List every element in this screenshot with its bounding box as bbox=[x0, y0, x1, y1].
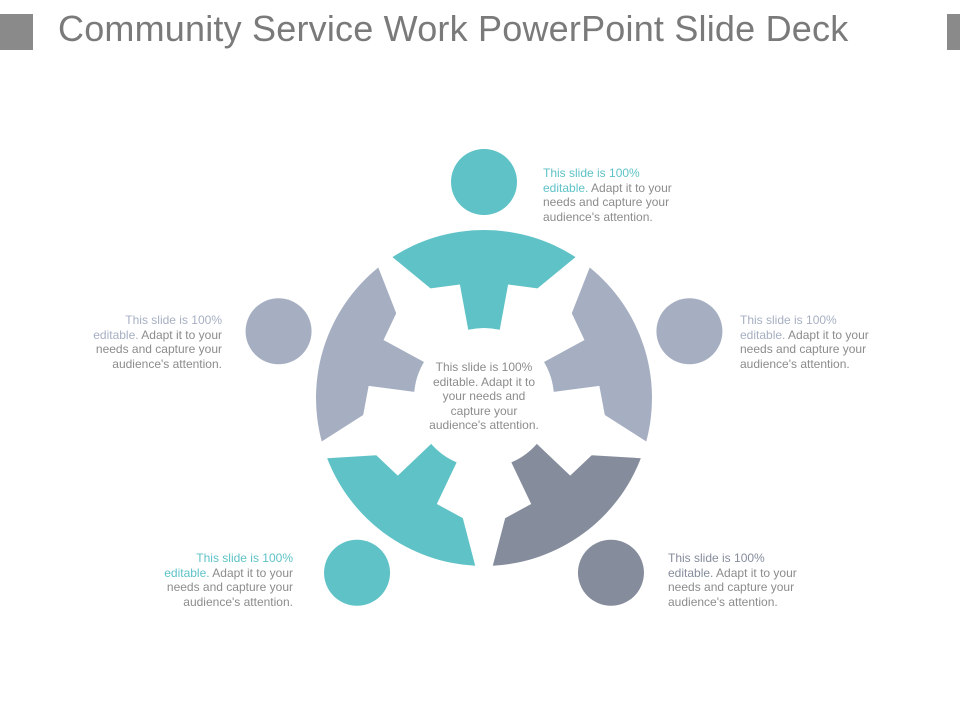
caption-bottom-left: This slide is 100% editable. Adapt it to… bbox=[153, 551, 293, 609]
corner-bar-left bbox=[0, 14, 33, 50]
figure-head-bottom-right bbox=[577, 539, 644, 606]
caption-right-lead: This slide is 100% editable. bbox=[740, 313, 837, 342]
figure-head-right bbox=[656, 298, 723, 365]
caption-left-rest: Adapt it to your needs and capture your … bbox=[95, 327, 222, 371]
figure-right bbox=[544, 267, 723, 442]
figure-bottom-right bbox=[492, 443, 644, 606]
figure-head-left bbox=[245, 298, 312, 365]
caption-bottom-right: This slide is 100% editable. Adapt it to… bbox=[668, 551, 808, 609]
figure-body-right bbox=[544, 267, 653, 442]
caption-left-lead: This slide is 100% editable. bbox=[93, 313, 222, 342]
figure-body-left bbox=[315, 267, 424, 442]
figure-body-bottom-left bbox=[327, 443, 476, 566]
figure-head-bottom-left bbox=[324, 539, 391, 606]
figure-body-bottom-right bbox=[492, 443, 641, 566]
center-text: This slide is 100% editable. Adapt it to… bbox=[429, 360, 539, 432]
caption-bottom-right-lead: This slide is 100% editable. bbox=[668, 551, 765, 580]
figure-body-top bbox=[392, 230, 576, 330]
corner-bar-right bbox=[947, 14, 960, 50]
caption-top: This slide is 100% editable. Adapt it to… bbox=[543, 166, 683, 224]
caption-top-rest: Adapt it to your needs and capture your … bbox=[543, 180, 672, 224]
caption-bottom-left-lead: This slide is 100% editable. bbox=[164, 551, 293, 580]
slide-title: Community Service Work PowerPoint Slide … bbox=[58, 8, 849, 49]
caption-left: This slide is 100% editable. Adapt it to… bbox=[82, 313, 222, 371]
caption-bottom-right-rest: Adapt it to your needs and capture your … bbox=[668, 565, 797, 609]
caption-right-rest: Adapt it to your needs and capture your … bbox=[740, 327, 869, 371]
figure-bottom-left bbox=[324, 443, 476, 606]
center-hub bbox=[415, 329, 553, 467]
figure-left bbox=[245, 267, 424, 442]
figure-head-top bbox=[451, 149, 517, 215]
caption-bottom-left-rest: Adapt it to your needs and capture your … bbox=[166, 565, 293, 609]
figure-top bbox=[392, 149, 576, 330]
caption-right: This slide is 100% editable. Adapt it to… bbox=[740, 313, 880, 371]
caption-top-lead: This slide is 100% editable. bbox=[543, 166, 640, 195]
